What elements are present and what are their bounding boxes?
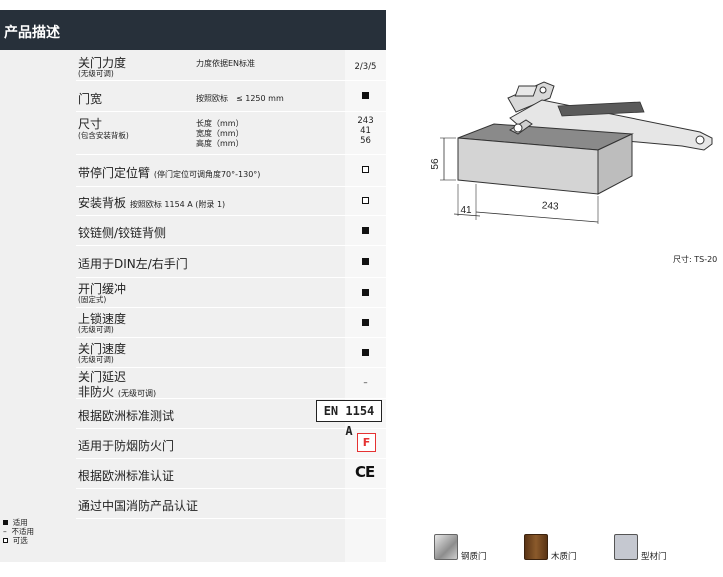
- spec-row-door-width: 门宽 按照欧标 ≤ 1250 mm: [0, 81, 386, 112]
- dim-width-text: 41: [460, 205, 472, 216]
- door-type-label: 型材门: [641, 552, 667, 562]
- row-label: 铰链侧/铰链背侧: [78, 226, 167, 240]
- row-label-note: (停门定位可调角度70°-130°): [153, 170, 261, 179]
- en-1154-badge: EN 1154 A: [316, 400, 382, 438]
- row-divider: [76, 245, 386, 246]
- applicable-mark: [362, 319, 369, 326]
- row-divider: [76, 215, 386, 216]
- spec-row-fire-door: 适用于防烟防火门: [0, 429, 386, 459]
- row-label: 适用于防烟防火门: [78, 439, 175, 453]
- spec-row-backcheck: 开门缓冲 (固定式): [0, 278, 386, 308]
- row-note: 力度依据EN标准: [196, 59, 256, 68]
- row-label: 通过中国消防产品认证: [78, 499, 199, 513]
- row-sublabel: (包含安装背板): [78, 131, 129, 140]
- row-value: 2/3/5: [354, 62, 377, 72]
- profile-door-icon: [614, 534, 638, 560]
- row-label: 尺寸: [78, 117, 103, 131]
- applicable-mark: [362, 92, 369, 99]
- row-divider: [76, 518, 386, 519]
- row-label: 带停门定位臂 (停门定位可调角度70°-130°): [78, 166, 261, 180]
- optional-mark: [362, 166, 369, 173]
- row-label: 适用于DIN左/右手门: [78, 257, 188, 271]
- figure-caption: 尺寸: TS-20: [673, 255, 718, 264]
- ce-mark-badge: CE: [355, 463, 375, 481]
- dim-width-label: 宽度（mm）: [196, 129, 244, 138]
- row-label: 上锁速度: [78, 312, 127, 326]
- row-divider: [76, 80, 386, 81]
- row-label-note: (无级可调): [117, 389, 157, 398]
- row-divider: [76, 337, 386, 338]
- dim-length-label: 长度（mm）: [196, 119, 244, 128]
- spec-row-closing-force: 关门力度 (无级可调) 力度依据EN标准 2/3/5: [0, 50, 386, 81]
- applicable-mark: [362, 349, 369, 356]
- row-divider: [76, 367, 386, 368]
- row-divider: [76, 154, 386, 155]
- optional-mark: [362, 197, 369, 204]
- row-label: 开门缓冲: [78, 282, 127, 296]
- row-divider: [76, 307, 386, 308]
- row-divider: [76, 428, 386, 429]
- applicable-mark: [362, 227, 369, 234]
- dim-length-value: 243: [357, 116, 374, 126]
- dim-height-label: 高度（mm）: [196, 139, 244, 148]
- spec-row-latching-speed: 上锁速度 (无级可调): [0, 308, 386, 338]
- section-title: 产品描述: [4, 25, 60, 41]
- applicable-mark: [362, 258, 369, 265]
- row-note: 按照欧标 ≤ 1250 mm: [196, 94, 284, 103]
- row-label: 根据欧洲标准认证: [78, 469, 175, 483]
- row-label: 关门延迟: [78, 370, 127, 384]
- legend-item-not-applicable: – 不适用: [3, 527, 35, 536]
- legend-item-optional: 可选: [3, 536, 34, 545]
- spec-row-mounting-plate: 安装背板 按照欧标 1154 A (附录 1): [0, 187, 386, 216]
- dim-height-value: 56: [360, 136, 371, 146]
- row-divider: [76, 458, 386, 459]
- legend: 适用 – 不适用 可选: [3, 518, 34, 545]
- row-label-secondary: 非防火 (无级可调): [78, 385, 157, 399]
- row-divider: [76, 111, 386, 112]
- row-label-note: 按照欧标 1154 A (附录 1): [129, 200, 226, 209]
- spec-row-closing-speed: 关门速度 (无级可调): [0, 338, 386, 368]
- row-sublabel: (固定式): [78, 295, 107, 304]
- door-type-label: 木质门: [551, 552, 577, 562]
- row-label: 安装背板 按照欧标 1154 A (附录 1): [78, 196, 226, 210]
- not-applicable-mark: –: [363, 378, 368, 388]
- row-divider: [76, 277, 386, 278]
- row-sublabel: (无级可调): [78, 355, 114, 364]
- wood-door-icon: [524, 534, 548, 560]
- spec-row-hinge-side: 铰链侧/铰链背侧: [0, 216, 386, 246]
- dim-length-text: 243: [541, 200, 559, 212]
- dim-height-text: 56: [430, 158, 441, 170]
- value-column: [345, 50, 386, 562]
- row-divider: [76, 488, 386, 489]
- spec-row-china-fire-cert: 通过中国消防产品认证: [0, 489, 386, 519]
- row-label: 门宽: [78, 92, 103, 106]
- section-header: 产品描述: [0, 10, 386, 50]
- row-sublabel: (无级可调): [78, 69, 114, 78]
- spec-row-ce-certified: 根据欧洲标准认证: [0, 459, 386, 489]
- row-sublabel: (无级可调): [78, 325, 114, 334]
- fire-rating-badge: F: [357, 433, 376, 452]
- row-divider: [76, 398, 386, 399]
- row-label: 根据欧洲标准测试: [78, 409, 175, 423]
- legend-item-applicable: 适用: [3, 518, 34, 527]
- spec-row-hold-open-arm: 带停门定位臂 (停门定位可调角度70°-130°): [0, 155, 386, 187]
- door-closer-drawing: 56 41 243: [430, 81, 713, 224]
- row-divider: [76, 186, 386, 187]
- door-type-label: 钢质门: [461, 552, 487, 562]
- spec-row-en-tested: 根据欧洲标准测试: [0, 399, 386, 429]
- row-label: 关门速度: [78, 342, 127, 356]
- dim-width-value: 41: [360, 126, 371, 136]
- row-label: 关门力度: [78, 56, 127, 70]
- spec-panel: [0, 10, 386, 562]
- steel-door-icon: [434, 534, 458, 560]
- applicable-mark: [362, 289, 369, 296]
- spec-row-dimensions: 尺寸 (包含安装背板) 长度（mm） 宽度（mm） 高度（mm） 243 41 …: [0, 112, 386, 155]
- spec-row-din-handing: 适用于DIN左/右手门: [0, 246, 386, 278]
- spec-row-delayed-action: 关门延迟 非防火 (无级可调) –: [0, 368, 386, 399]
